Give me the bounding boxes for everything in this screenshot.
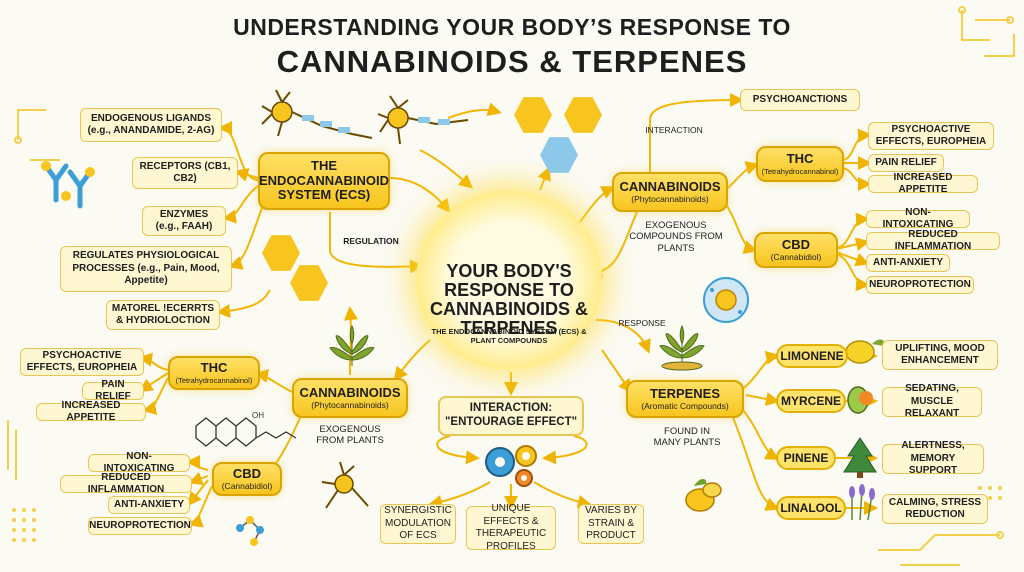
cannabis-leaf-icon [659, 324, 705, 371]
left-cannabinoids-hub: CANNABINOIDS (Phytocannabinoids) [292, 378, 408, 418]
terpenes-found-text: FOUND IN MANY PLANTS [653, 426, 721, 449]
center-subtitle: THE ENDOCANNABINOID SYSTEM (ECS) & PLANT… [431, 327, 587, 345]
right-thc-title: THC [786, 151, 814, 167]
terpene-effect: ALERTNESS, MEMORY SUPPORT [882, 440, 984, 476]
cannabis-leaf-icon [329, 324, 375, 366]
right-thc-effect: PSYCHOACTIVE EFFECTS, EUROPHEIA [868, 122, 994, 150]
right-thc-effect: INCREASED APPETITE [868, 172, 978, 195]
molecule-hex-icon [262, 235, 300, 271]
molecule-hex-icon [290, 265, 328, 301]
right-cannabinoids-hub: CANNABINOIDS (Phytocannabinoids) [612, 172, 728, 212]
right-cbd-title: CBD [781, 236, 811, 252]
ecs-hub: THE ENDOCANNABINOID SYSTEM (ECS) [258, 152, 390, 210]
gears-icon [485, 445, 537, 487]
ecs-item-ligands: ENDOGENOUS LIGANDS (e.g., ANANDAMIDE, 2-… [80, 108, 222, 142]
left-cbd-title: CBD [232, 465, 262, 481]
right-thc-effect: PAIN RELIEF [868, 154, 944, 172]
ecs-title: THE ENDOCANNABINOID SYSTEM (ECS) [259, 157, 389, 203]
left-cannabinoids-subtitle: (Phytocannabinoids) [311, 400, 389, 411]
circuit-decoration [7, 6, 1015, 566]
interaction-title: INTERACTION: [469, 402, 553, 414]
terpenes-subtitle: (Aromatic Compounds) [641, 401, 729, 412]
right-exogenous-text: EXOGENOUS COMPOUNDS FROM PLANTS [629, 220, 723, 254]
interaction-subtitle: "ENTOURAGE EFFECT" [444, 416, 578, 429]
pine-tree-icon [843, 437, 877, 478]
center-title: YOUR BODY'S RESPONSE TO CANNABINOIDS & T… [429, 261, 588, 338]
dot-grid [12, 486, 1002, 542]
right-cbd-subtitle: (Cannabidiol) [770, 252, 822, 263]
lavender-icon [849, 484, 875, 521]
left-cbd-subtitle: (Cannabidiol) [221, 481, 273, 492]
left-cbd-effect: ANTI-ANXIETY [108, 496, 190, 514]
left-thc-effect: PSYCHOACTIVE EFFECTS, EUROPHEIA [20, 348, 144, 376]
lemon-icon [845, 339, 885, 364]
neuron-icon [261, 89, 373, 139]
left-thc-effect: PAIN RELIEF [82, 379, 144, 402]
terpene-myrcene: MYRCENE [776, 389, 846, 413]
receptor-icon [41, 161, 95, 209]
right-cbd-effect: NON-INTOXICATING [866, 207, 970, 230]
terpene-effect: CALMING, STRESS REDUCTION [882, 494, 988, 524]
terpene-effect: SEDATING, MUSCLE RELAXANT [882, 383, 982, 419]
molecule-icon [236, 516, 264, 546]
oh-label: OH [252, 411, 264, 420]
left-thc-title: THC [200, 360, 228, 376]
interaction-label: INTERACTION [645, 125, 703, 135]
terpene-linalool: LINALOOL [776, 496, 846, 520]
interaction-outcome: SYNERGISTIC MODULATION OF ECS [380, 504, 456, 544]
left-exogenous-text: EXOGENOUS FROM PLANTS [316, 424, 384, 447]
mango-icon [685, 479, 722, 512]
neuron-icon [377, 95, 469, 145]
left-thc-hub: THC (Tetrahydrocannabinol) [168, 356, 260, 390]
right-cbd-effect: NEUROPROTECTION [866, 276, 974, 294]
terpene-effect: UPLIFTING, MOOD ENHANCEMENT [882, 340, 998, 370]
right-cbd-effect: REDUCED INFLAMMATION [866, 229, 1000, 252]
left-cbd-hub: CBD (Cannabidiol) [212, 462, 282, 496]
right-cannabinoids-subtitle: (Phytocannabinoids) [631, 194, 709, 205]
ecs-item-matorel: MATOREL !ECERRTS & HYDRIOLOCTION [106, 300, 220, 330]
right-cbd-hub: CBD (Cannabidiol) [754, 232, 838, 268]
psychoanctions-box: PSYCHOANCTIONS [740, 89, 860, 111]
molecule-structure-icon [195, 417, 297, 447]
left-thc-subtitle: (Tetrahydrocannabinol) [175, 375, 253, 385]
center-node [416, 190, 602, 370]
ecs-item-receptors: RECEPTORS (CB1, CB2) [132, 157, 238, 189]
terpene-limonene: LIMONENE [776, 344, 848, 368]
interaction-outcome: UNIQUE EFFECTS & THERAPEUTIC PROFILES [466, 503, 556, 552]
left-cbd-effect: NEUROPROTECTION [88, 517, 192, 535]
right-cannabinoids-title: CANNABINOIDS [619, 178, 721, 194]
left-thc-effect: INCREASED APPETITE [36, 400, 146, 423]
regulation-label: REGULATION [343, 236, 399, 246]
hops-icon [847, 386, 873, 414]
right-thc-subtitle: (Tetrahydrocannabinol) [761, 166, 839, 176]
terpene-pinene: PINENE [776, 446, 836, 470]
response-label: RESPONSE [618, 318, 666, 328]
ecs-item-enzymes: ENZYMES (e.g., FAAH) [142, 206, 226, 236]
page-title-line1: UNDERSTANDING YOUR BODY’S RESPONSE TO [233, 14, 791, 40]
left-cannabinoids-title: CANNABINOIDS [299, 384, 401, 400]
left-cbd-effect: NON-INTOXICATING [88, 451, 190, 474]
page-title-line2: CANNABINOIDS & TERPENES [276, 44, 748, 79]
terpenes-title: TERPENES [649, 385, 721, 401]
right-thc-hub: THC (Tetrahydrocannabinol) [756, 146, 844, 182]
neuron-icon [321, 461, 369, 509]
cell-icon [703, 277, 749, 323]
terpenes-hub: TERPENES (Aromatic Compounds) [626, 380, 744, 418]
right-cbd-effect: ANTI-ANXIETY [866, 254, 950, 272]
left-cbd-effect: REDUCED INFLAMMATION [60, 472, 192, 495]
entourage-effect-box: INTERACTION: "ENTOURAGE EFFECT" [438, 396, 584, 436]
interaction-outcome: VARIES BY STRAIN & PRODUCT [578, 504, 644, 544]
ecs-item-regulates: REGULATES PHYSIOLOGICAL PROCESSES (e.g.,… [60, 246, 232, 292]
